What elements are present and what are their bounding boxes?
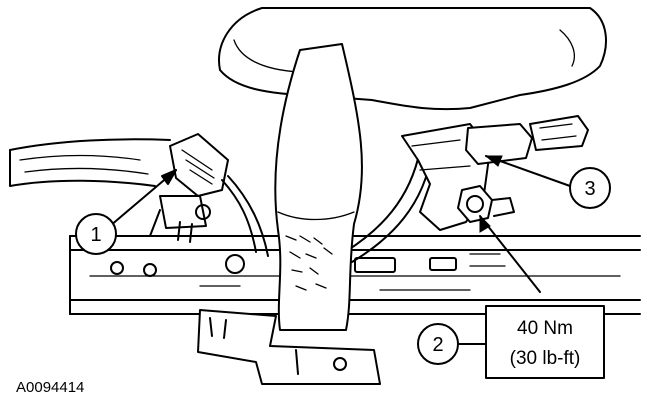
torque-spec-box: 40 Nm (30 lb-ft) [457,305,605,379]
callout-3-number: 3 [584,178,595,200]
callout-3: 3 [569,167,611,209]
anchor-bolt [457,185,493,223]
wiring-harness [221,179,257,253]
torque-metric: 40 Nm [517,318,573,339]
callout-1: 1 [75,213,117,255]
seat-belt-buckle [274,43,364,331]
seat-cushion [218,7,607,111]
figure-id: A0094414 [16,379,84,396]
torque-imperial: (30 lb-ft) [510,348,581,369]
floor-pan [9,138,171,187]
callout-1-number: 1 [90,224,101,246]
callout-2-number: 2 [432,334,443,356]
leader-line-2 [479,215,541,293]
callout-2: 2 [417,323,459,365]
connector-right [465,123,533,165]
electrical-connector [169,133,229,197]
seat-track-rail [69,235,641,315]
